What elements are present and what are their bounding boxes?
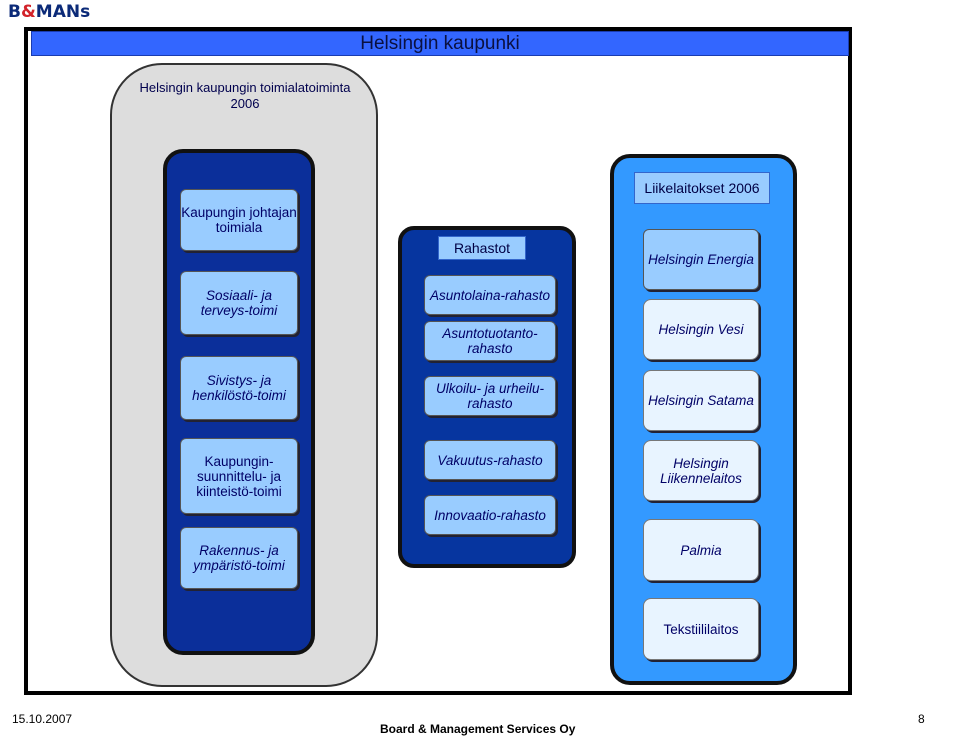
box-ulkoilu-urheilurahasto: Ulkoilu- ja urheilu-rahasto: [424, 376, 556, 416]
footer-company: Board & Management Services Oy: [380, 722, 576, 736]
box-sosiaali-terveystoimi: Sosiaali- ja terveys-toimi: [180, 271, 298, 335]
box-helsingin-satama: Helsingin Satama: [643, 370, 759, 431]
box-palmia: Palmia: [643, 519, 759, 581]
logo-b: B: [8, 2, 21, 22]
box-asuntotuotantorahasto: Asuntotuotanto-rahasto: [424, 321, 556, 361]
box-helsingin-vesi: Helsingin Vesi: [643, 299, 759, 360]
toimiala-group-title: Helsingin kaupungin toimialatoiminta 200…: [139, 80, 351, 111]
box-rakennus-ymparistotoimi: Rakennus- ja ympäristö-toimi: [180, 527, 298, 589]
company-logo: B&MANs: [8, 2, 90, 22]
box-tekstiililaitos: Tekstiililaitos: [643, 598, 759, 660]
logo-ampersand: &: [20, 2, 36, 22]
footer-date: 15.10.2007: [12, 712, 73, 726]
box-asuntolainarahasto: Asuntolaina-rahasto: [424, 275, 556, 315]
box-vakuutusrahasto: Vakuutus-rahasto: [424, 440, 556, 480]
page-number: 8: [918, 712, 925, 726]
rahastot-header: Rahastot: [438, 236, 526, 260]
box-helsingin-energia: Helsingin Energia: [643, 229, 759, 290]
logo-mans: MANs: [35, 2, 91, 22]
box-helsingin-liikennelaitos: Helsingin Liikennelaitos: [643, 440, 759, 501]
box-innovaatiorahasto: Innovaatio-rahasto: [424, 495, 556, 535]
box-kaupunginsuunnittelu-kiinteistotoimi: Kaupungin-suunnittelu- ja kiinteistö-toi…: [180, 438, 298, 514]
box-kaupungin-johtajan-toimiala: Kaupungin johtajan toimiala: [180, 189, 298, 251]
box-sivistys-henkilostotoimi: Sivistys- ja henkilöstö-toimi: [180, 356, 298, 420]
diagram-title: Helsingin kaupunki: [31, 31, 849, 56]
liikelaitokset-header: Liikelaitokset 2006: [634, 172, 770, 204]
